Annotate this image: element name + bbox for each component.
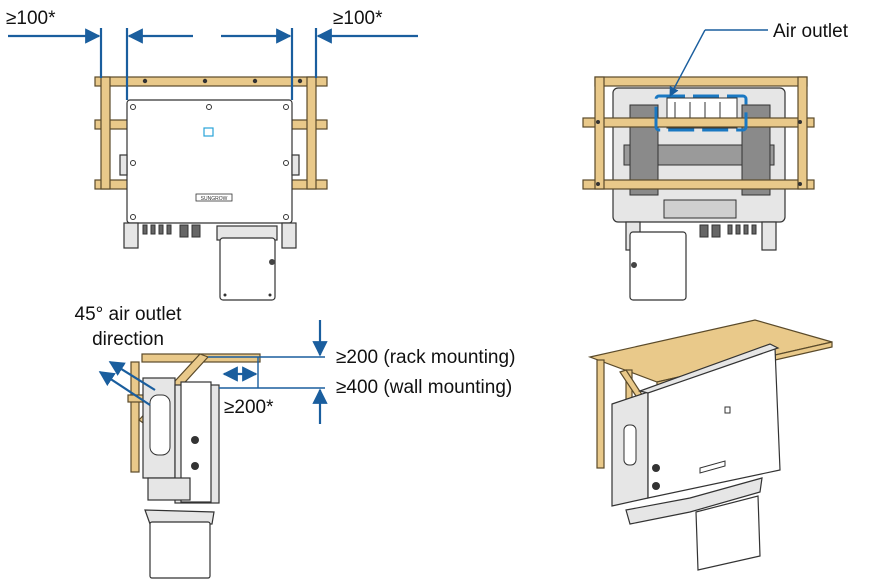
front-clearance-label: ≥200*	[224, 397, 274, 418]
brand-plate-text: SUNGROW	[201, 196, 228, 202]
top-clearance-rack-label: ≥200 (rack mounting)	[336, 347, 515, 368]
side-clearance-dimensions	[98, 320, 328, 424]
brand-plate	[195, 193, 233, 202]
right-clearance-label: ≥100*	[333, 8, 383, 29]
left-clearance-label: ≥100*	[6, 8, 56, 29]
rear-rack	[582, 76, 815, 190]
iso-inverter	[611, 343, 781, 571]
outlet-direction-label-line2: direction	[92, 329, 164, 350]
side-view: 45° air outlet direction ≥200 (rack moun…	[75, 304, 515, 579]
air-outlet-highlight	[654, 94, 748, 132]
front-view: SUNGROW ≥100* ≥100	[6, 8, 418, 301]
isometric-view	[587, 319, 833, 571]
air-outlet-callout	[654, 29, 768, 132]
air-outlet-label: Air outlet	[773, 21, 849, 42]
air-outlet-arrow-2	[98, 371, 151, 406]
outlet-direction-label-line1: 45° air outlet	[75, 304, 183, 325]
top-clearance-wall-label: ≥400 (wall mounting)	[336, 377, 512, 398]
air-outlet-arrow-1	[108, 361, 156, 391]
side-inverter	[142, 377, 220, 579]
led-indicator-icon	[203, 127, 214, 137]
front-inverter: SUNGROW	[119, 99, 300, 301]
rear-view: Air outlet	[582, 21, 849, 301]
front-clearance-dimensions	[8, 28, 418, 100]
